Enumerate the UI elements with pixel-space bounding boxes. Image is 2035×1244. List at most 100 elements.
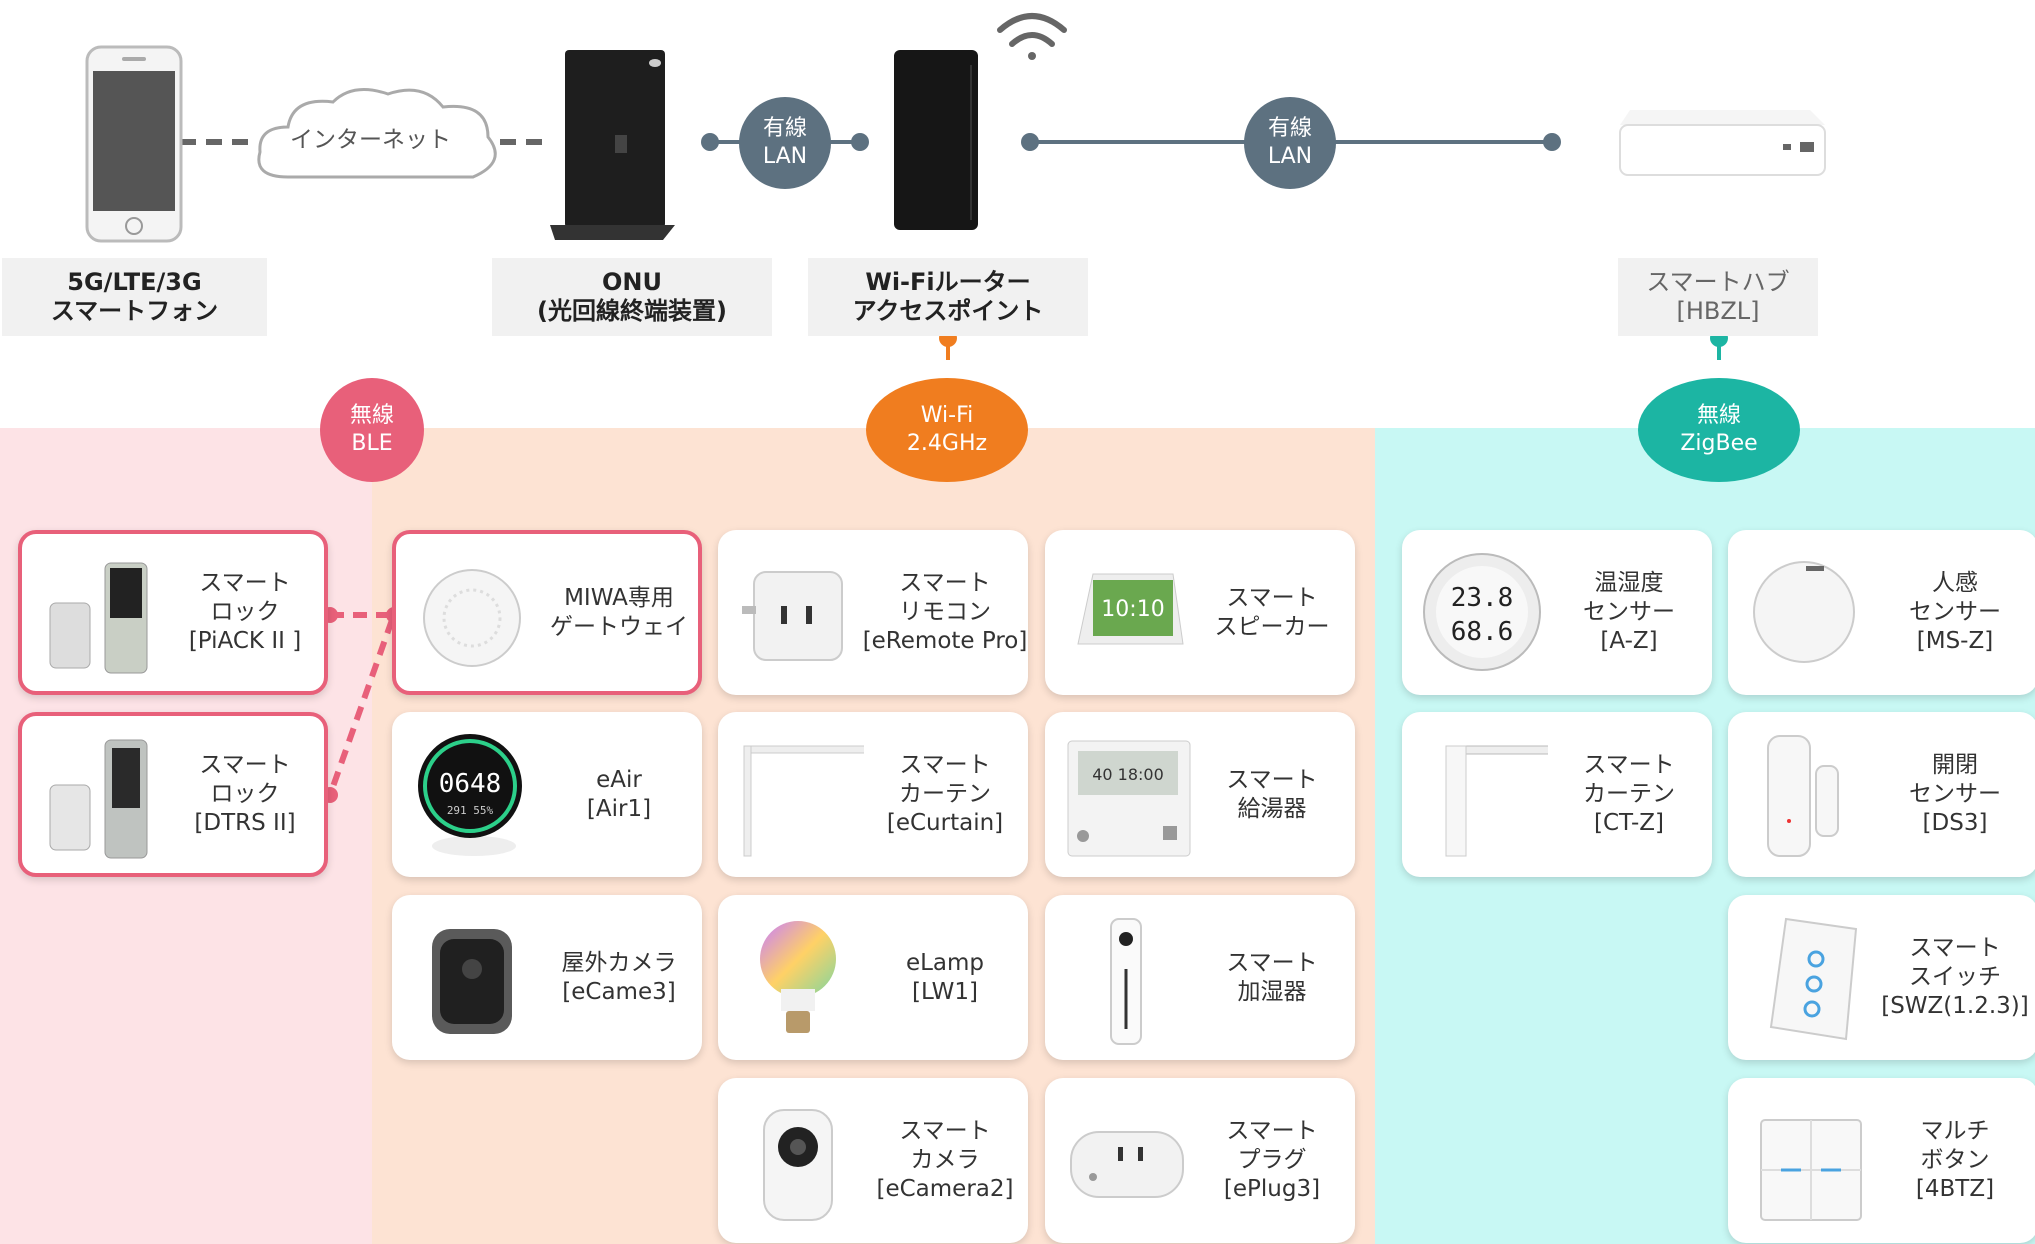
card-smart-lock-piack[interactable]: スマートロック[PiACK II ] (18, 530, 328, 695)
card-line: [A-Z] (1600, 628, 1658, 654)
card-smart-speaker[interactable]: 10:10 スマートスピーカー (1045, 530, 1355, 695)
card-curtain-ctz[interactable]: スマートカーテン[CT-Z] (1402, 712, 1712, 877)
hub-label-line2: [HBZL] (1676, 297, 1760, 325)
speaker-icon: 10:10 (1077, 573, 1184, 645)
camera-icon (763, 1109, 833, 1221)
card-smart-lock-dtrs[interactable]: スマートロック[DTRS II] (18, 712, 328, 877)
heater-reading: 40 18:00 (1092, 765, 1164, 784)
card-outdoor-camera[interactable]: 屋外カメラ[eCame3] (392, 895, 702, 1060)
card-line: [eCamera2] (876, 1176, 1014, 1202)
card-line: スマート (899, 570, 991, 596)
remote-icon (742, 571, 843, 661)
card-wall-switch[interactable]: スマートスイッチ[SWZ(1.2.3)] (1728, 895, 2035, 1060)
card-smart-camera[interactable]: スマートカメラ[eCamera2] (718, 1078, 1028, 1243)
hub-label-line1: スマートハブ (1646, 268, 1790, 296)
card-line: [Air1] (586, 795, 652, 822)
air-monitor-icon: 0648 291 55% (418, 734, 522, 856)
card-line: センサー (1583, 599, 1675, 625)
card-line: 人感 (1932, 570, 1978, 596)
smart-lock-dtrs-icon (49, 739, 148, 859)
phone-label-line1: 5G/LTE/3G (67, 268, 202, 296)
card-line: 屋外カメラ (561, 949, 677, 976)
router-label-line1: Wi-Fiルーター (865, 268, 1031, 296)
card-line: スマート (899, 752, 991, 778)
ble-bubble-line1: 無線 (349, 403, 394, 428)
card-line: 給湯器 (1237, 795, 1307, 822)
internet-cloud-icon (257, 88, 497, 179)
lan-bubble-a-line2: LAN (762, 144, 808, 169)
card-ecurtain[interactable]: スマートカーテン[eCurtain] (718, 712, 1028, 877)
card-line: [CT-Z] (1594, 810, 1664, 836)
card-line: プラグ (1237, 1147, 1307, 1173)
card-line: 温湿度 (1594, 570, 1664, 596)
wifi-bubble-line1: Wi-Fi (920, 403, 974, 428)
onu-label: ONU (光回線終端装置) (492, 258, 772, 336)
lamp-icon (760, 921, 836, 1033)
card-line: スマート (1583, 752, 1675, 778)
card-line: センサー (1909, 781, 2001, 807)
card-eremote[interactable]: スマートリモコン[eRemote Pro] (718, 530, 1028, 695)
card-line: センサー (1909, 599, 2001, 625)
onu-label-line1: ONU (602, 268, 662, 296)
card-miwa-gateway[interactable]: MIWA専用ゲートウェイ (392, 530, 702, 695)
card-line: ゲートウェイ (550, 613, 688, 640)
card-elamp[interactable]: eLamp[LW1] (718, 895, 1028, 1060)
onu-label-line2: (光回線終端装置) (537, 297, 727, 325)
card-line: [DS3] (1922, 810, 1988, 836)
internet-label: インターネット (290, 127, 451, 153)
ble-bubble: 無線 BLE (320, 378, 424, 482)
smart-lock-piack-icon (49, 562, 148, 674)
card-line: ボタン (1920, 1147, 1990, 1173)
onu-icon (550, 50, 675, 240)
plug-icon (1070, 1131, 1184, 1198)
card-smart-plug[interactable]: スマートプラグ [ePlug3] (1045, 1078, 1355, 1243)
card-line: スマート (199, 570, 291, 596)
card-water-heater[interactable]: 40 18:00 スマート給湯器 (1045, 712, 1355, 877)
thermometer-icon: 23.8 68.6 (1423, 553, 1541, 671)
card-eair[interactable]: 0648 291 55% eAir[Air1] (392, 712, 702, 877)
wifi-bubble-line2: 2.4GHz (906, 431, 988, 456)
card-door-sensor[interactable]: 開閉センサー [DS3] (1728, 712, 2035, 877)
lan-bubble-b: 有線 LAN (1244, 97, 1336, 189)
gateway-icon (423, 569, 521, 667)
card-line: [SWZ(1.2.3)] (1881, 993, 2029, 1019)
card-line: [DTRS II] (194, 810, 296, 836)
card-multi-button[interactable]: マルチボタン[4BTZ] (1728, 1078, 2035, 1243)
card-line: [eRemote Pro] (862, 628, 1028, 654)
card-humidifier[interactable]: スマート加湿器 (1045, 895, 1355, 1060)
phone-label-line2: スマートフォン (50, 297, 219, 325)
card-line: スピーカー (1214, 613, 1330, 640)
zigbee-bubble-line2: ZigBee (1680, 431, 1758, 456)
ble-bubble-line2: BLE (351, 431, 393, 456)
card-line: [ePlug3] (1223, 1176, 1321, 1202)
card-line: スマート (1226, 1118, 1318, 1144)
curtain-rail-icon (1445, 745, 1548, 857)
card-line: カーテン (899, 781, 991, 807)
card-line: eLamp (905, 949, 985, 976)
hub-label: スマートハブ [HBZL] (1618, 258, 1818, 336)
wifi-signal-icon (997, 13, 1067, 60)
card-temp-humidity-sensor[interactable]: 23.8 68.6 温湿度センサー [A-Z] (1402, 530, 1712, 695)
router-label: Wi-Fiルーター アクセスポイント (808, 258, 1088, 336)
card-line: スマート (199, 752, 291, 778)
curtain-icon (743, 745, 864, 857)
outdoor-camera-icon (432, 929, 512, 1034)
wall-switch-icon (1769, 917, 1858, 1041)
card-line: スマート (1226, 584, 1318, 611)
multi-button-icon (1760, 1119, 1862, 1221)
wifi-bubble: Wi-Fi 2.4GHz (866, 378, 1028, 482)
router-label-line2: アクセスポイント (852, 297, 1044, 325)
card-line: カメラ (910, 1147, 980, 1173)
air-sub-reading: 291 55% (447, 804, 494, 817)
lan-bubble-a: 有線 LAN (739, 97, 831, 189)
card-motion-sensor[interactable]: 人感センサー [MS-Z] (1728, 530, 2035, 695)
card-line: [MS-Z] (1916, 628, 1994, 654)
card-line: [eCame3] (562, 978, 676, 1005)
lan-bubble-b-line1: 有線 (1267, 116, 1312, 141)
card-line: 開閉 (1932, 752, 1978, 778)
card-line: スマート (1226, 949, 1318, 976)
card-line: MIWA専用 (564, 584, 674, 611)
humidifier-icon (1110, 918, 1142, 1045)
smart-hub-icon (1619, 110, 1826, 176)
thermo-humidity: 68.6 (1451, 617, 1514, 647)
